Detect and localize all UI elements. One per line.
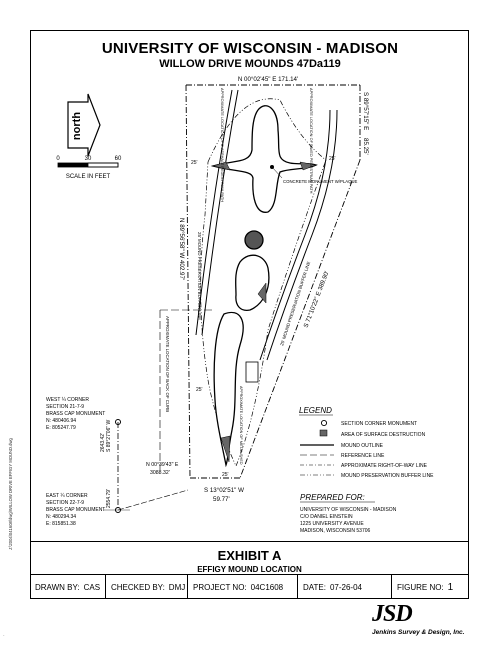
bearing-right-top: S 89°57'15" E: [362, 92, 369, 130]
east-corner-section: SECTION 22-7-9: [46, 500, 84, 506]
figure-no-value: 1: [447, 581, 454, 593]
drawn-by-label: DRAWN BY:: [35, 582, 80, 592]
figure-no-label: FIGURE NO:: [397, 582, 444, 592]
prepared-for: PREPARED FOR: UNIVERSITY OF WISCONSIN - …: [300, 493, 397, 534]
dim-25-b: 25': [329, 156, 336, 162]
logo-mark: JSD: [372, 601, 413, 627]
checked-by-label: CHECKED BY:: [111, 582, 165, 592]
prepared-for-line-2: 1225 UNIVERSITY AVENUE: [300, 521, 364, 527]
date-value: 07-26-04: [329, 582, 362, 592]
project-no-value: 04C1608: [250, 582, 284, 592]
drawing-title: UNIVERSITY OF WISCONSIN - MADISON: [101, 40, 399, 57]
west-corner-info: WEST ¼ CORNER SECTION 21-7-9 BRASS CAP M…: [46, 397, 105, 431]
legend-item-5: MOUND PRESERVATION BUFFER LINE: [341, 473, 434, 479]
concrete-monument-icon: [270, 165, 283, 179]
east-corner-type: BRASS CAP MONUMENT: [46, 507, 105, 513]
page-dot: .: [3, 632, 5, 638]
bearing-south-west: N 00°39'43" E: [146, 462, 179, 468]
bearing-south: S 13°02'51" W: [204, 487, 244, 494]
scale-label: SCALE IN FEET: [66, 174, 111, 180]
drawing-subtitle: WILLOW DRIVE MOUNDS 47Da119: [159, 58, 341, 70]
curb-note: APPROXIMATE LOCATION OF BACK OF CURB: [165, 316, 170, 412]
scale-tick-60: 60: [115, 156, 122, 162]
prepared-for-line-0: UNIVERSITY OF WISCONSIN - MADISON: [300, 507, 397, 513]
project-no-label: PROJECT NO:: [193, 582, 247, 592]
exhibit-box: EXHIBIT A EFFIGY MOUND LOCATION: [30, 541, 469, 575]
logo-company: Jenkins Survey & Design, Inc.: [372, 629, 465, 636]
legend-destruction-icon: [319, 429, 328, 437]
ped-path-left-note: APPROXIMATE LOCATION OF 8' ASPHALT PEDES…: [220, 88, 225, 202]
scale-bar: 0 30 60 SCALE IN FEET: [56, 156, 122, 180]
drawing-frame: [30, 30, 469, 599]
reference-lines: [159, 309, 215, 470]
exhibit-title: EXHIBIT A: [217, 548, 282, 563]
bearing-left: N 89°56'58" W 402.97': [178, 218, 185, 280]
east-corner-e: E: 815851.38: [46, 521, 76, 527]
bearing-top: N 00°02'45" E 171.14': [238, 76, 298, 83]
north-arrow-icon: north: [67, 93, 101, 157]
legend-title: LEGEND: [299, 406, 332, 415]
right-of-way-lines: [195, 89, 338, 361]
prepared-for-line-1: C/O DANIEL EINSTEIN: [300, 514, 353, 520]
exhibit-subtitle: EFFIGY MOUND LOCATION: [197, 565, 302, 574]
ped-path-right-note: APPROXIMATE LOCATION OF PAVED PEDESTRIAN…: [309, 88, 314, 194]
north-label: north: [71, 112, 83, 140]
legend-item-4: APPROXIMATE RIGHT-OF-WAY LINE: [341, 463, 428, 469]
bearing-west-line-alt: 2554.79': [106, 489, 112, 508]
west-corner-section: SECTION 21-7-9: [46, 404, 84, 410]
bearing-west-line: S 89°27'06" W: [106, 419, 112, 452]
drawn-by-cell: DRAWN BY: CAS: [30, 575, 106, 599]
dim-25-a: 25': [191, 160, 198, 166]
figure-no-cell: FIGURE NO: 1: [392, 575, 469, 599]
company-logo: JSD Jenkins Survey & Design, Inc.: [372, 601, 472, 641]
concrete-monument-note: CONCRETE MONUMENT W/PLAQUE: [283, 179, 358, 184]
project-no-cell: PROJECT NO: 04C1608: [188, 575, 298, 599]
prepared-for-line-3: MADISON, WISCONSIN 53706: [300, 528, 371, 534]
scale-tick-30: 30: [85, 156, 92, 162]
east-corner-title: EAST ¼ CORNER: [46, 493, 88, 499]
date-label: DATE:: [303, 582, 326, 592]
bearing-right-top-dist: 85.25': [362, 138, 369, 155]
east-corner-n: N: 480294.34: [46, 514, 76, 520]
legend-item-2: MOUND OUTLINE: [341, 443, 384, 449]
bearing-right-mid: S 71°10'22" E 389.90': [303, 270, 331, 329]
west-corner-title: WEST ¼ CORNER: [46, 397, 89, 403]
legend-monument-icon: [320, 419, 328, 427]
drawn-by-value: CAS: [83, 582, 101, 592]
checked-by-value: DMJ: [168, 582, 186, 592]
buffer-left-note: 25' MOUND PRESERVATION BUFFER LINE: [197, 232, 202, 320]
bearing-south-dist: 59.77': [213, 496, 230, 503]
buffer-right-note: 25' MOUND PRESERVATION BUFFER LINE: [279, 261, 311, 346]
legend-item-1: AREA OF SURFACE DESTRUCTION: [341, 432, 426, 438]
section-corner-monuments: [104, 419, 189, 513]
west-corner-type: BRASS CAP MONUMENT: [46, 411, 105, 417]
dim-25-c: 25': [196, 387, 203, 393]
surface-destruction-areas: [212, 161, 317, 463]
scale-tick-0: 0: [56, 156, 60, 162]
west-corner-n: N: 480406.94: [46, 418, 76, 424]
metal-shed: [245, 361, 259, 383]
legend-item-3: REFERENCE LINE: [341, 453, 385, 459]
legend-item-0: SECTION CORNER MONUMENT: [341, 421, 417, 427]
metal-shed-note: APPROXIMATE LOCATION OF METAL SHED: [239, 386, 243, 465]
prepared-for-title: PREPARED FOR:: [300, 493, 365, 502]
date-cell: DATE: 07-26-04: [298, 575, 392, 599]
property-boundary: [185, 84, 361, 479]
legend: LEGEND SECTION CORNER MONUMENT AREA OF S…: [299, 406, 434, 479]
bearing-south-west-dist: 3088.32': [150, 470, 170, 476]
bearing-west-line-dist: 2643.42': [100, 433, 106, 452]
dim-25-d: 25': [222, 472, 229, 478]
checked-by-cell: CHECKED BY: DMJ: [106, 575, 188, 599]
east-corner-info: EAST ¼ CORNER SECTION 22-7-9 BRASS CAP M…: [46, 493, 105, 527]
west-corner-e: E: 805247.79: [46, 425, 76, 431]
title-block-row: DRAWN BY: CAS CHECKED BY: DMJ PROJECT NO…: [30, 574, 469, 599]
